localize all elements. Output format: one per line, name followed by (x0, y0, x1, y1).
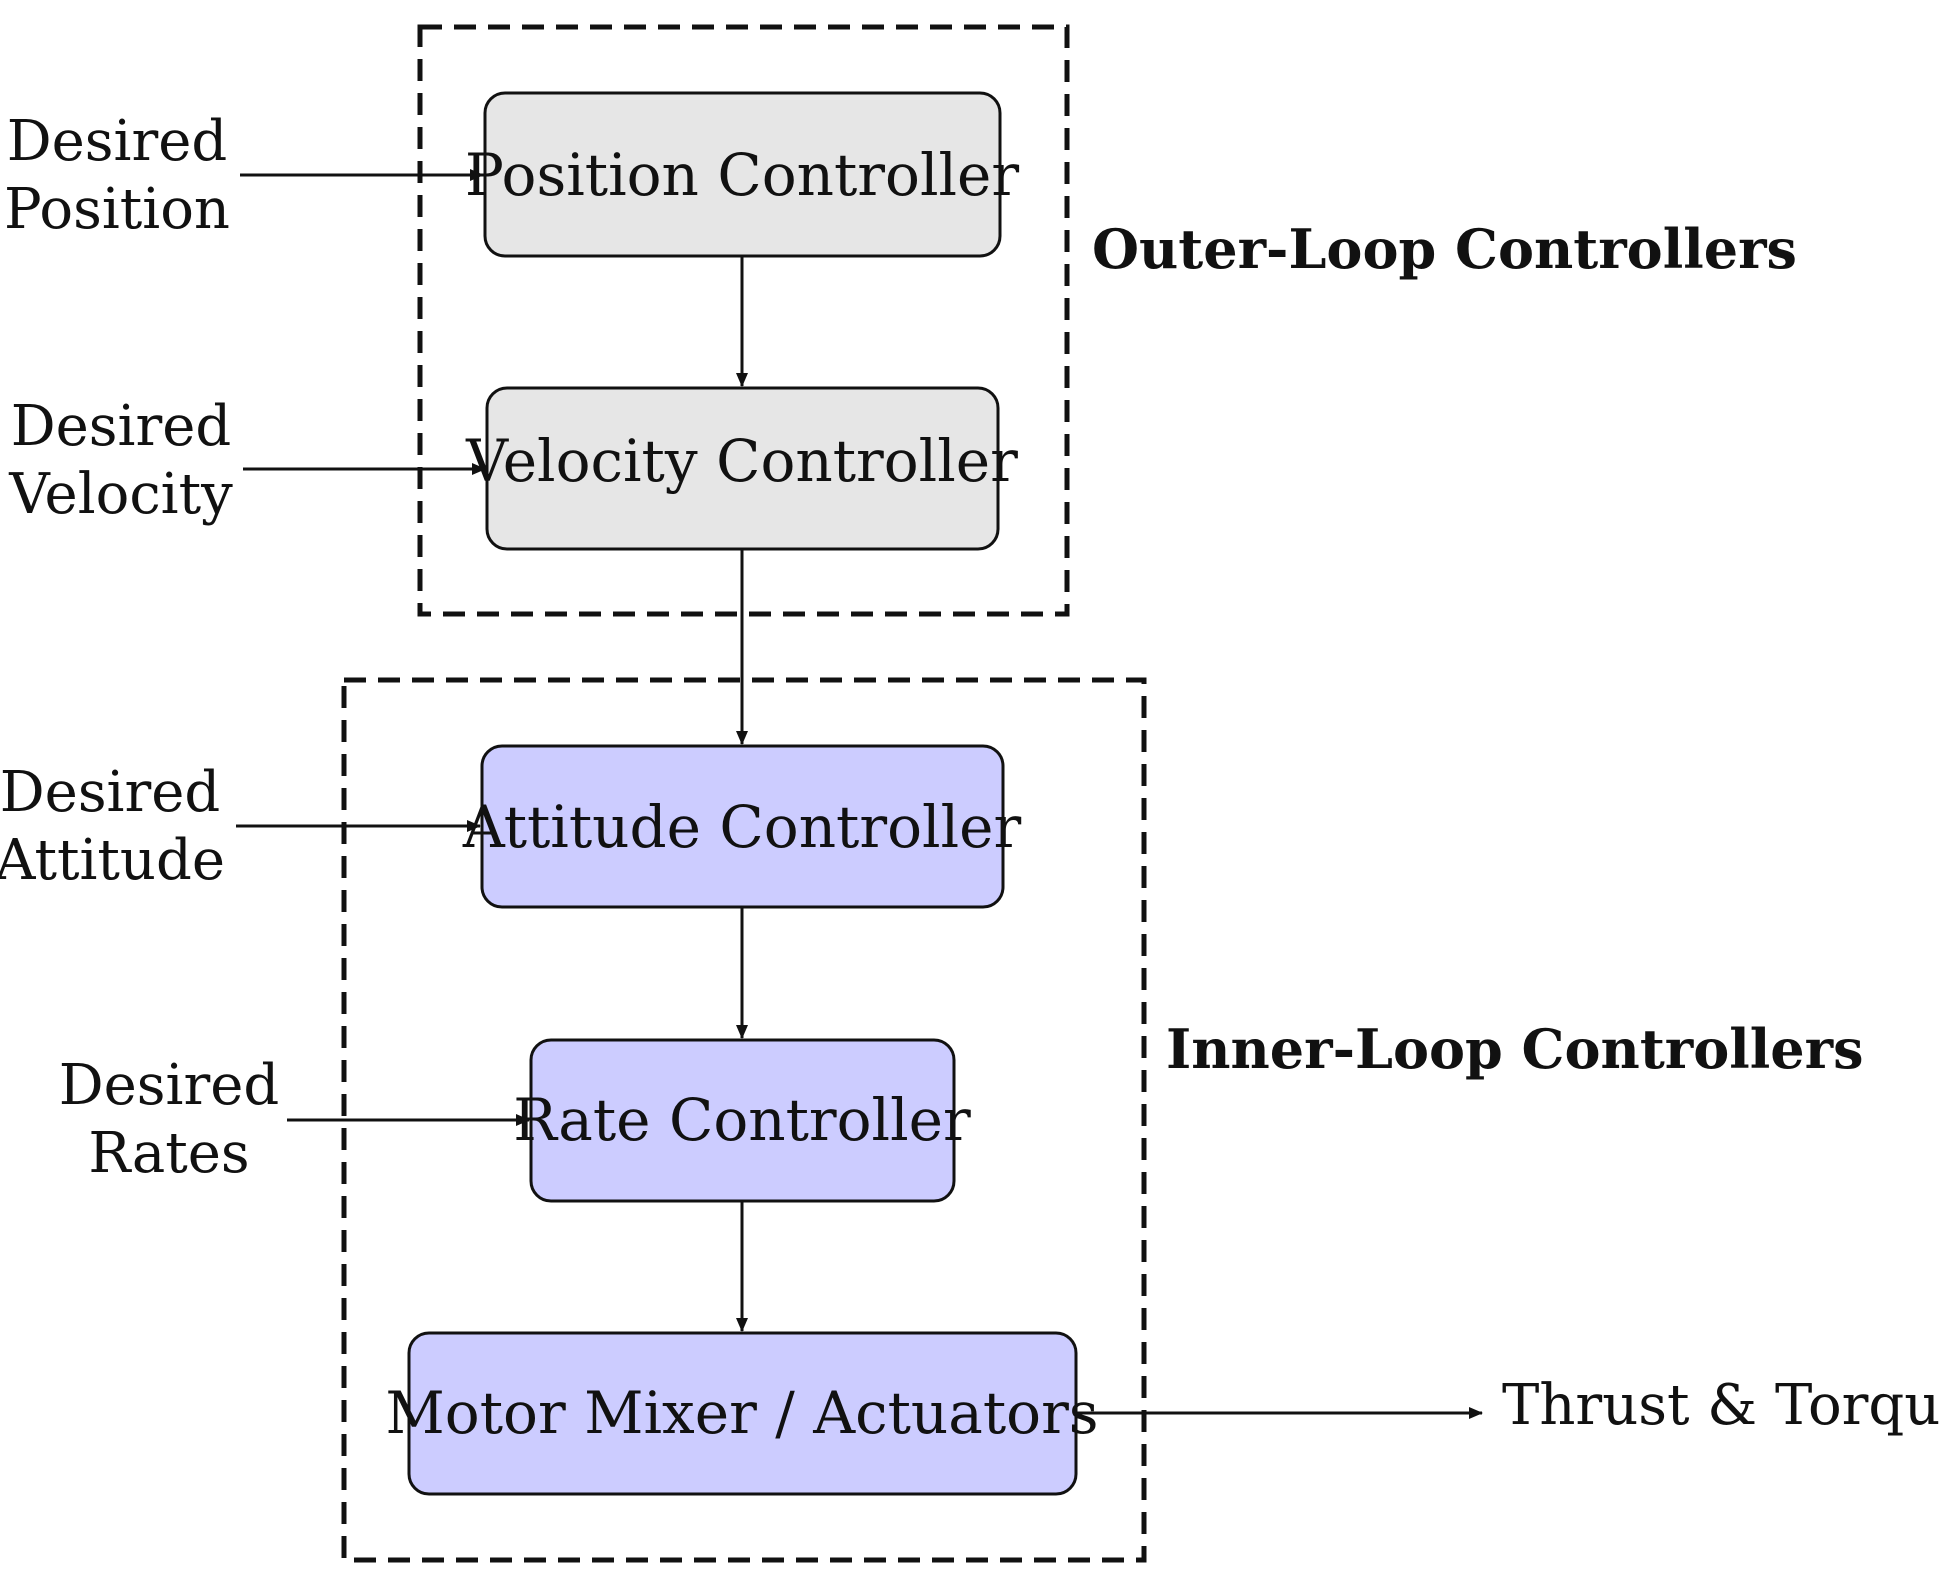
input-velocity-line2: Velocity (8, 462, 233, 527)
position-controller-label: Position Controller (465, 141, 1020, 209)
outer-loop-title: Outer-Loop Controllers (1092, 217, 1797, 281)
inner-loop-group (341, 677, 1147, 1563)
rate-controller-label: Rate Controller (513, 1086, 971, 1154)
inner-loop-title: Inner-Loop Controllers (1166, 1017, 1863, 1081)
input-velocity-line1: Desired (11, 394, 231, 459)
output-label: Thrust & Torques (1502, 1373, 1940, 1438)
attitude-controller-label: Attitude Controller (462, 793, 1022, 861)
outer-loop-group (417, 24, 1070, 617)
input-attitude-line2: Attitude (0, 828, 225, 893)
input-rates-line1: Desired (59, 1053, 279, 1118)
input-position-line2: Position (4, 177, 230, 242)
input-position-line1: Desired (7, 109, 227, 174)
input-attitude-line1: Desired (0, 760, 220, 825)
input-rates-line2: Rates (88, 1121, 249, 1186)
velocity-controller-label: Velocity Controller (465, 427, 1018, 495)
motor-mixer-label: Motor Mixer / Actuators (385, 1379, 1098, 1447)
